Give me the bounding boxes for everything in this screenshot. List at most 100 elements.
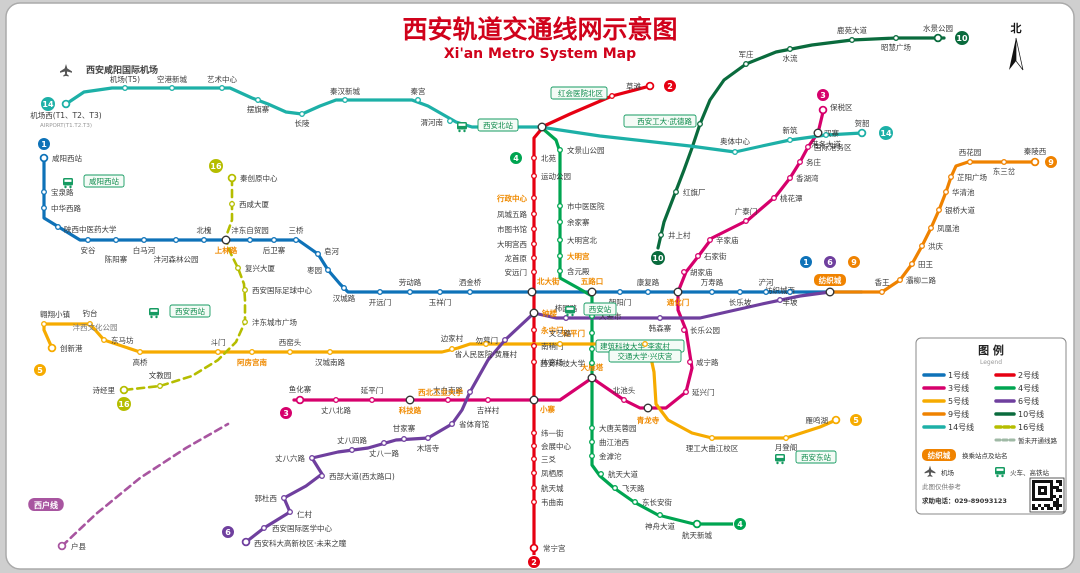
station-label: 西安国际医学中心: [272, 523, 332, 533]
station-label: 秦汉新城: [330, 86, 360, 96]
station-marker: [369, 397, 375, 403]
station-label: 航天新城: [682, 530, 712, 540]
station-marker: [658, 232, 664, 238]
station-marker: [87, 321, 93, 327]
qr-cell: [1056, 480, 1059, 483]
station-label: 三桥: [289, 225, 304, 235]
station-label: 凤凰池: [937, 223, 960, 233]
station-marker: [557, 147, 563, 153]
station-marker: [157, 383, 163, 389]
compass-needle-light: [1015, 37, 1024, 71]
station-label: 纺织城: [819, 275, 842, 285]
qr-cell: [1032, 507, 1035, 510]
station-marker: [41, 321, 47, 327]
station-marker: [377, 289, 383, 295]
qr-cell: [1038, 498, 1041, 501]
station-label: 常宁宫: [543, 543, 566, 553]
station-marker: [531, 456, 537, 462]
station-label: 延兴门: [692, 387, 715, 397]
station-marker: [47, 343, 57, 353]
line-badge-10: [954, 30, 970, 46]
station-marker: [805, 144, 811, 150]
station-marker: [897, 277, 903, 283]
station-marker: [732, 149, 738, 155]
station-label: 摆旗寨: [247, 104, 270, 114]
qr-cell: [1056, 486, 1059, 489]
station-marker: [531, 211, 537, 217]
station-marker: [777, 297, 783, 303]
qr-cell: [1047, 504, 1050, 507]
station-label: 市图书馆: [497, 224, 527, 234]
station-label: 复兴大厦: [245, 263, 275, 273]
extra-labels-layer: 西安咸阳国际机场AIRPORT(T1.T2.T3)咸阳西站西安西站西安站西安北站…: [28, 64, 837, 511]
station-label-box: [814, 274, 846, 286]
station-label: 钟楼: [542, 308, 557, 318]
station-label: 安谷: [81, 245, 96, 255]
line-badge-9: [847, 255, 861, 269]
station-marker: [531, 430, 537, 436]
station-marker: [936, 207, 942, 213]
station-transfer-marker: [221, 235, 231, 245]
station-label: 翱翔小镇: [40, 309, 70, 319]
line-badge-3: [279, 406, 293, 420]
station-marker: [122, 85, 128, 91]
station-marker: [673, 189, 679, 195]
line-badge-6: [221, 525, 235, 539]
qr-cell: [1059, 483, 1062, 486]
station-transfer-marker: [529, 395, 539, 405]
station-marker: [797, 159, 803, 165]
station-label: 五路口: [581, 276, 604, 286]
station-label: 神舟大道: [645, 521, 675, 531]
station-marker: [407, 289, 413, 295]
qr-cell: [1044, 504, 1047, 507]
station-label: 龙首原: [505, 253, 528, 263]
station-label: 西部大道(西太路口): [329, 471, 395, 481]
station-marker: [589, 330, 595, 336]
station-marker: [557, 253, 563, 259]
station-marker: [787, 175, 793, 181]
station-marker: [271, 237, 277, 243]
station-label: 水流: [783, 53, 798, 63]
station-marker: [41, 189, 47, 195]
station-transfer-marker: [529, 308, 539, 318]
station-label: 金滹沱: [599, 451, 622, 461]
station-label: 开远门: [369, 298, 392, 307]
legend-entry-label: 2号线: [1018, 370, 1039, 380]
station-label: 丈八六路: [275, 453, 305, 463]
station-marker: [943, 189, 949, 195]
station-marker: [681, 327, 687, 333]
station-label: 华清池: [952, 187, 975, 197]
station-label: 长乐公园: [690, 325, 720, 335]
line-badge-1: [37, 137, 51, 151]
station-label: 吉祥村: [477, 405, 500, 415]
line-badge-16: [116, 396, 132, 412]
station-label: 上林路: [215, 245, 238, 255]
station-label: 双寨: [824, 128, 839, 138]
legend-box: [915, 337, 1067, 515]
qr-cell: [1050, 489, 1053, 492]
qr-cell: [1032, 498, 1035, 501]
station-marker: [857, 128, 867, 138]
station-label: 空港新城: [157, 74, 187, 84]
qr-cell: [1041, 480, 1044, 483]
station-marker: [293, 237, 299, 243]
qr-cell: [1038, 504, 1041, 507]
qr-cell: [1032, 495, 1035, 498]
station-label: 勿幕门: [476, 335, 499, 345]
train-icon: [149, 308, 159, 319]
railway-station-label: 西安东站: [801, 452, 831, 462]
station-label: 劳动路: [399, 277, 422, 287]
station-label: 西安工大·武德路: [637, 116, 692, 126]
station-marker: [531, 173, 537, 179]
line-badge-1: [799, 255, 813, 269]
railway-station-label: 咸阳西站: [89, 176, 119, 186]
qr-cell: [1032, 486, 1035, 489]
station-label: 咸宁路: [696, 357, 719, 367]
line-badge-number: 10: [956, 34, 968, 43]
line-badge-number: 4: [513, 154, 519, 163]
station-label: 渭河南: [421, 117, 444, 127]
qr-cell: [1038, 480, 1041, 483]
station-marker: [919, 243, 925, 249]
